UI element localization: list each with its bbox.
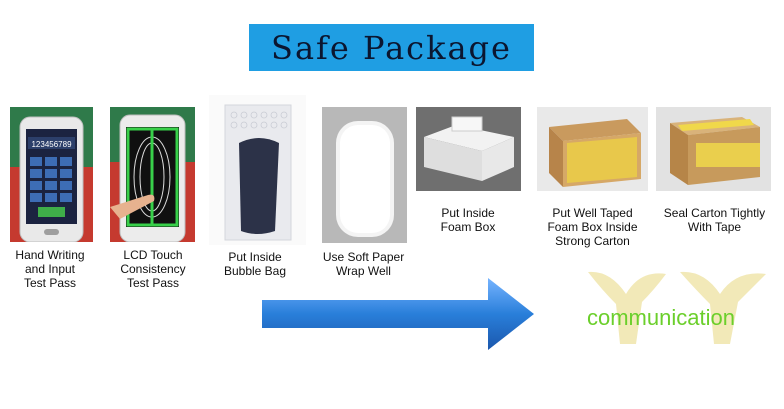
step-caption-bubble-bag: Put Inside Bubble Bag (223, 250, 287, 278)
title-banner: Safe Package (249, 24, 534, 71)
yy-logo-icon (588, 271, 766, 344)
step-caption-foam-box: Put Inside Foam Box (440, 206, 496, 234)
step-caption-lcd-touch: LCD Touch Consistency Test Pass (120, 248, 186, 290)
step-photo-hand-writing: 123456789 (10, 107, 93, 242)
right-arrow-icon (262, 278, 534, 350)
step-photo-sealed-carton (656, 107, 771, 191)
step-photo-carton (537, 107, 648, 191)
logo-text: communication (587, 305, 735, 330)
page-title: Safe Package (271, 28, 512, 67)
step-photo-foam-box (416, 107, 521, 191)
step-photo-bubble-bag (209, 95, 306, 245)
step-photo-lcd-touch (110, 107, 195, 242)
step-caption-hand-writing: Hand Writing and Input Test Pass (15, 248, 85, 290)
step-caption-seal: Seal Carton Tightly With Tape (663, 206, 766, 234)
step-photo-soft-paper (322, 107, 407, 243)
step-caption-carton: Put Well Taped Foam Box Inside Strong Ca… (547, 206, 638, 248)
phone-screen-number: 123456789 (31, 140, 72, 149)
step-caption-soft-paper: Use Soft Paper Wrap Well (322, 250, 405, 278)
